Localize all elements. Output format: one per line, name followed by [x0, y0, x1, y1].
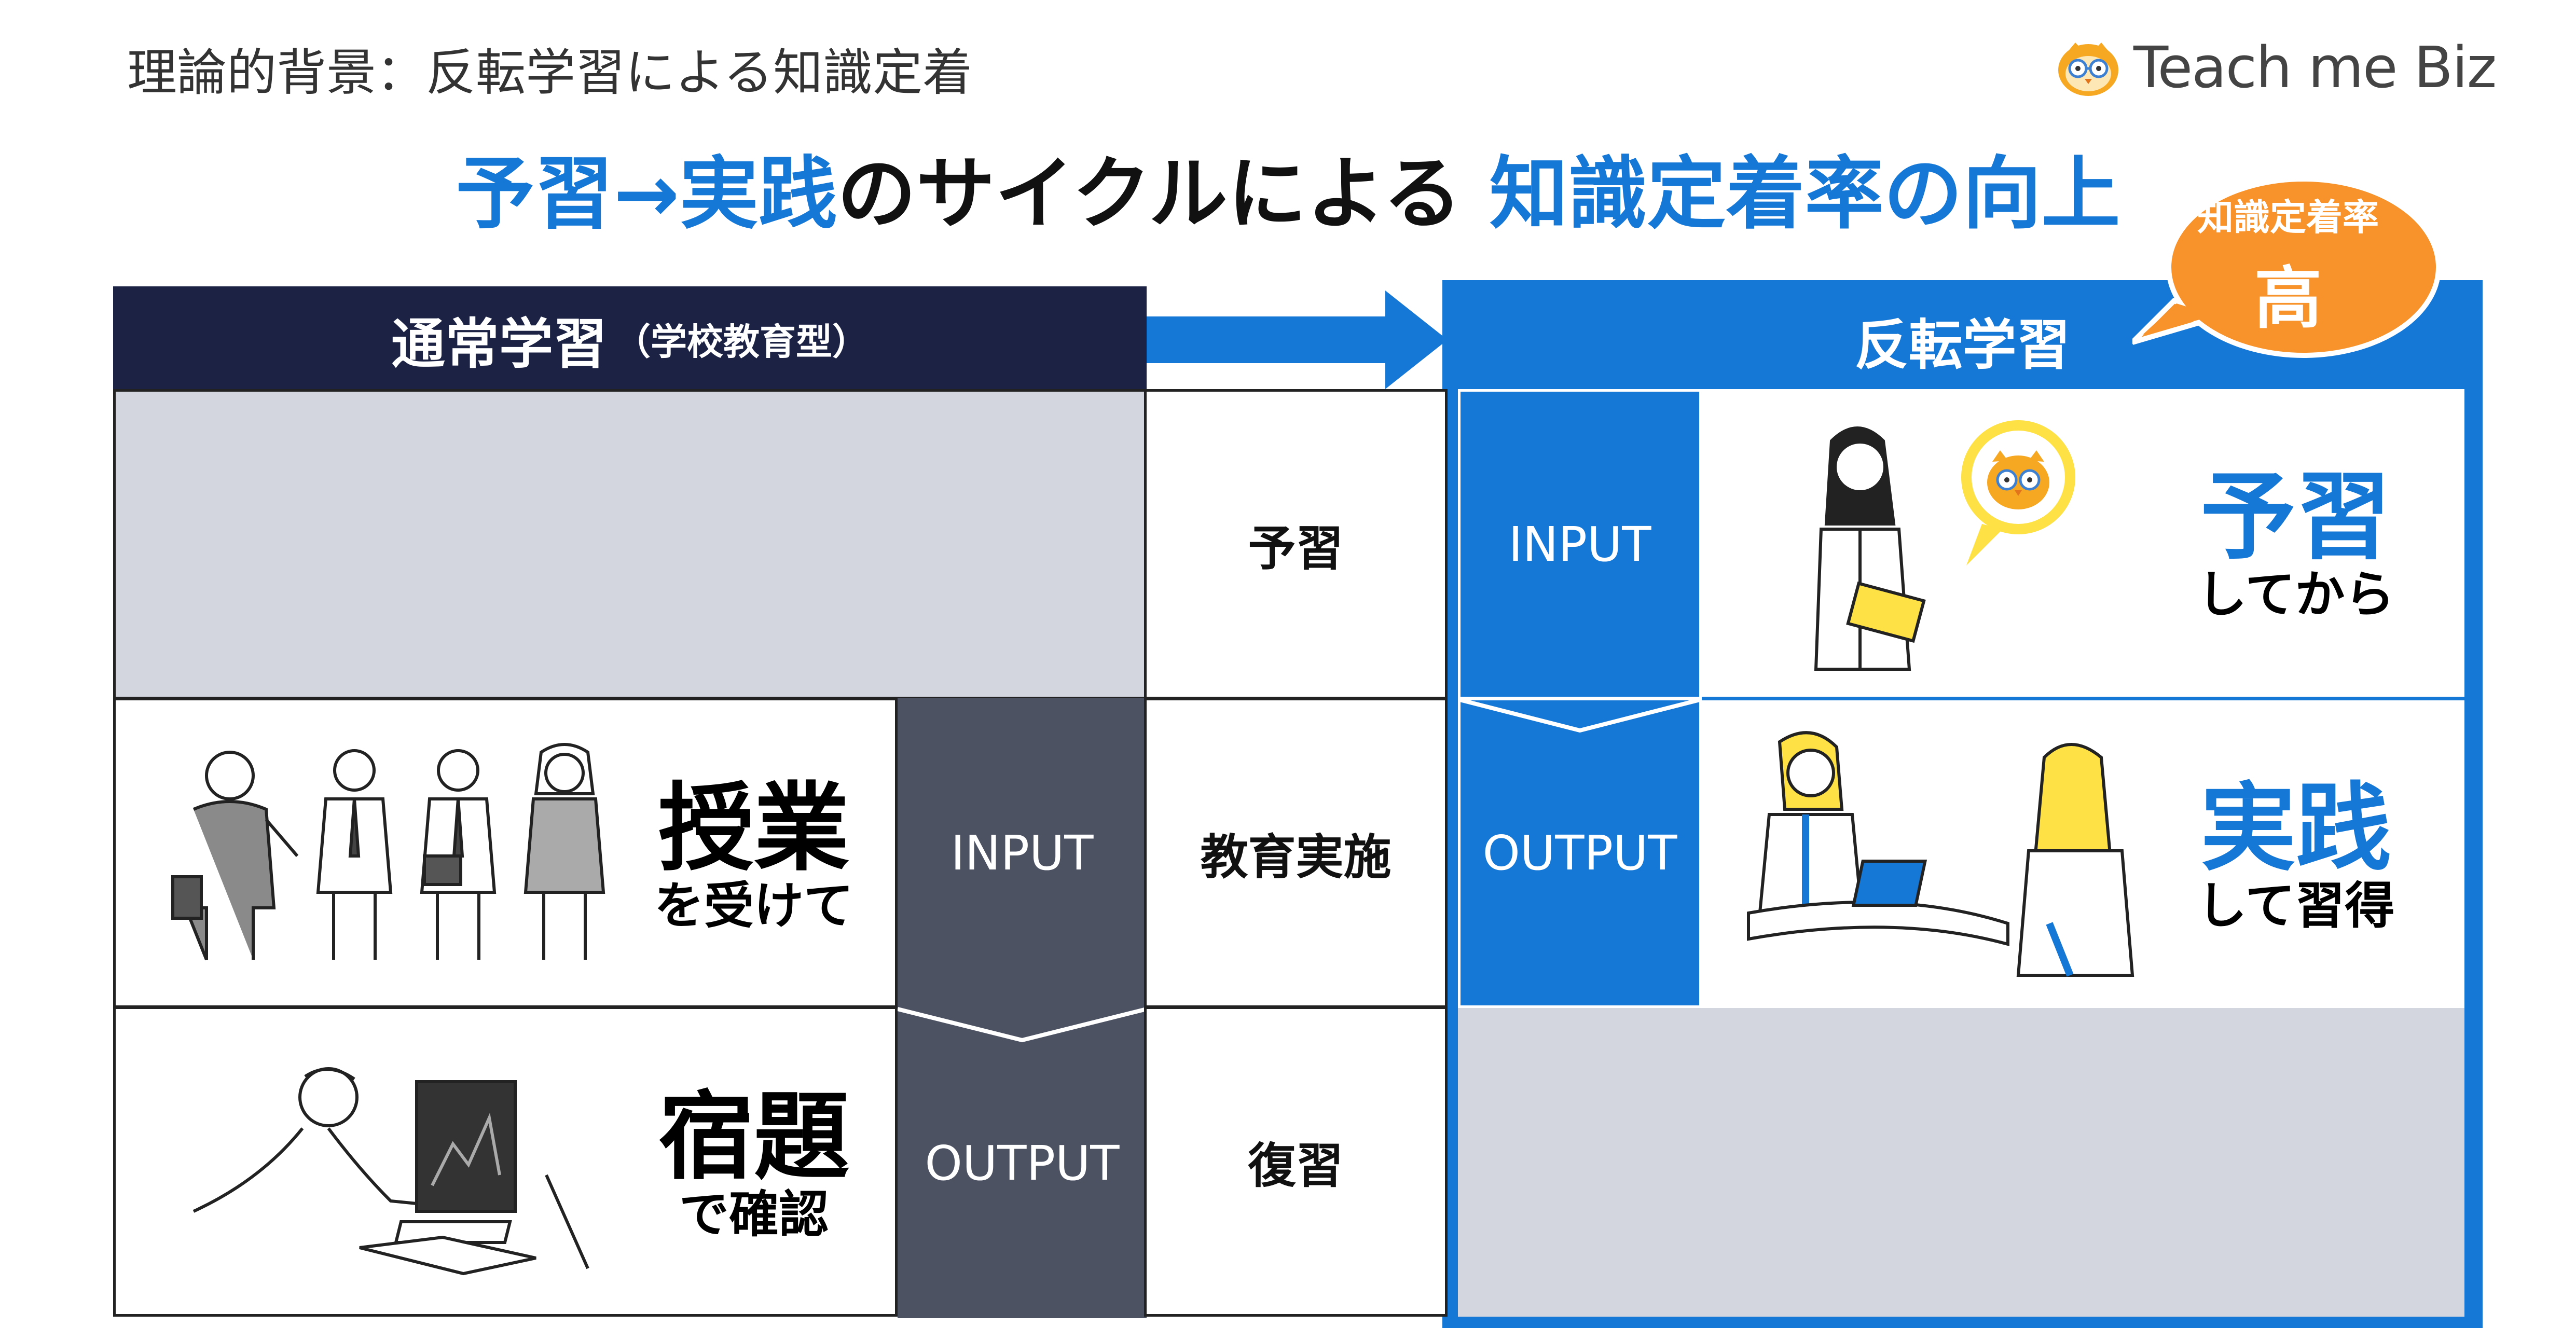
middle-class-label: 教育実施 — [1200, 829, 1392, 885]
middle-row-prep: 予習 — [1144, 389, 1448, 699]
right-arrow-icon — [1147, 291, 1448, 389]
normal-learning-subtitle: （学校教育型） — [614, 320, 869, 363]
people-lecture-illustration — [171, 743, 605, 961]
lecture-small-text: を受けて — [654, 876, 853, 935]
retention-speech-bubble — [2132, 176, 2441, 358]
heading-part3: 知識定着率の向上 — [1489, 148, 2120, 240]
lecture-cell: 授業 を受けて — [113, 698, 898, 1008]
prep-small-text: してから — [2197, 565, 2395, 624]
teachme-biz-logo: Teach me Biz — [2055, 31, 2497, 104]
prep-cell: 予習 してから — [1702, 389, 2464, 699]
normal-learning-header: 通常学習 （学校教育型） — [113, 286, 1147, 391]
right-output-cell: OUTPUT — [1458, 698, 1702, 1008]
left-chevron-divider — [898, 1007, 1147, 1043]
right-input-cell: INPUT — [1458, 389, 1702, 699]
practice-label: 実践 して習得 — [2184, 763, 2407, 949]
right-chevron-divider — [1458, 697, 1702, 733]
practice-small-text: して習得 — [2197, 876, 2395, 935]
right-output-label: OUTPUT — [1482, 825, 1677, 881]
empty-review-slot — [1458, 1008, 2464, 1317]
main-heading: 予習→実践のサイクルによる 知識定着率の向上 — [0, 130, 2576, 244]
practice-big-text: 実践 — [2200, 772, 2391, 884]
person-at-computer-illustration — [192, 1067, 589, 1276]
discussion-illustration — [1747, 731, 2134, 977]
normal-learning-title: 通常学習 — [391, 312, 607, 376]
prep-big-text: 予習 — [2200, 461, 2391, 573]
left-input-cell: INPUT — [898, 698, 1147, 1008]
homework-cell: 宿題 で確認 — [113, 1006, 898, 1317]
left-input-label: INPUT — [950, 825, 1094, 881]
woman-tablet-illustration — [1814, 420, 2075, 671]
owl-mascot-icon — [1987, 450, 2049, 509]
owl-glasses-icon — [2058, 43, 2118, 96]
middle-prep-label: 予習 — [1248, 520, 1344, 576]
logo-wordmark: Teach me Biz — [2133, 34, 2497, 101]
middle-row-review: 復習 — [1144, 1006, 1448, 1317]
page-subtitle: 理論的背景：反転学習による知識定着 — [127, 44, 973, 102]
empty-prep-slot — [113, 389, 1147, 699]
lecture-label: 授業 を受けて — [635, 763, 873, 949]
heading-part2: のサイクルによる — [837, 148, 1490, 240]
flipped-learning-title: 反転学習 — [1854, 313, 2071, 377]
left-output-label: OUTPUT — [925, 1135, 1120, 1191]
homework-label: 宿題 で確認 — [635, 1071, 873, 1258]
heading-part1: 予習→実践 — [456, 148, 837, 240]
middle-review-label: 復習 — [1248, 1138, 1344, 1194]
prep-label: 予習 してから — [2184, 451, 2407, 638]
homework-small-text: で確認 — [679, 1185, 829, 1244]
right-input-label: INPUT — [1508, 516, 1651, 572]
bubble-line2: 高 — [2254, 258, 2322, 338]
middle-row-class: 教育実施 — [1144, 698, 1448, 1008]
bubble-line1: 知識定着率 — [2197, 196, 2379, 239]
practice-cell: 実践 して習得 — [1702, 700, 2464, 1008]
homework-big-text: 宿題 — [658, 1081, 849, 1193]
lecture-big-text: 授業 — [658, 772, 849, 884]
left-output-cell: OUTPUT — [898, 1008, 1147, 1318]
retention-bubble-text: 知識定着率 高 — [2148, 187, 2428, 342]
